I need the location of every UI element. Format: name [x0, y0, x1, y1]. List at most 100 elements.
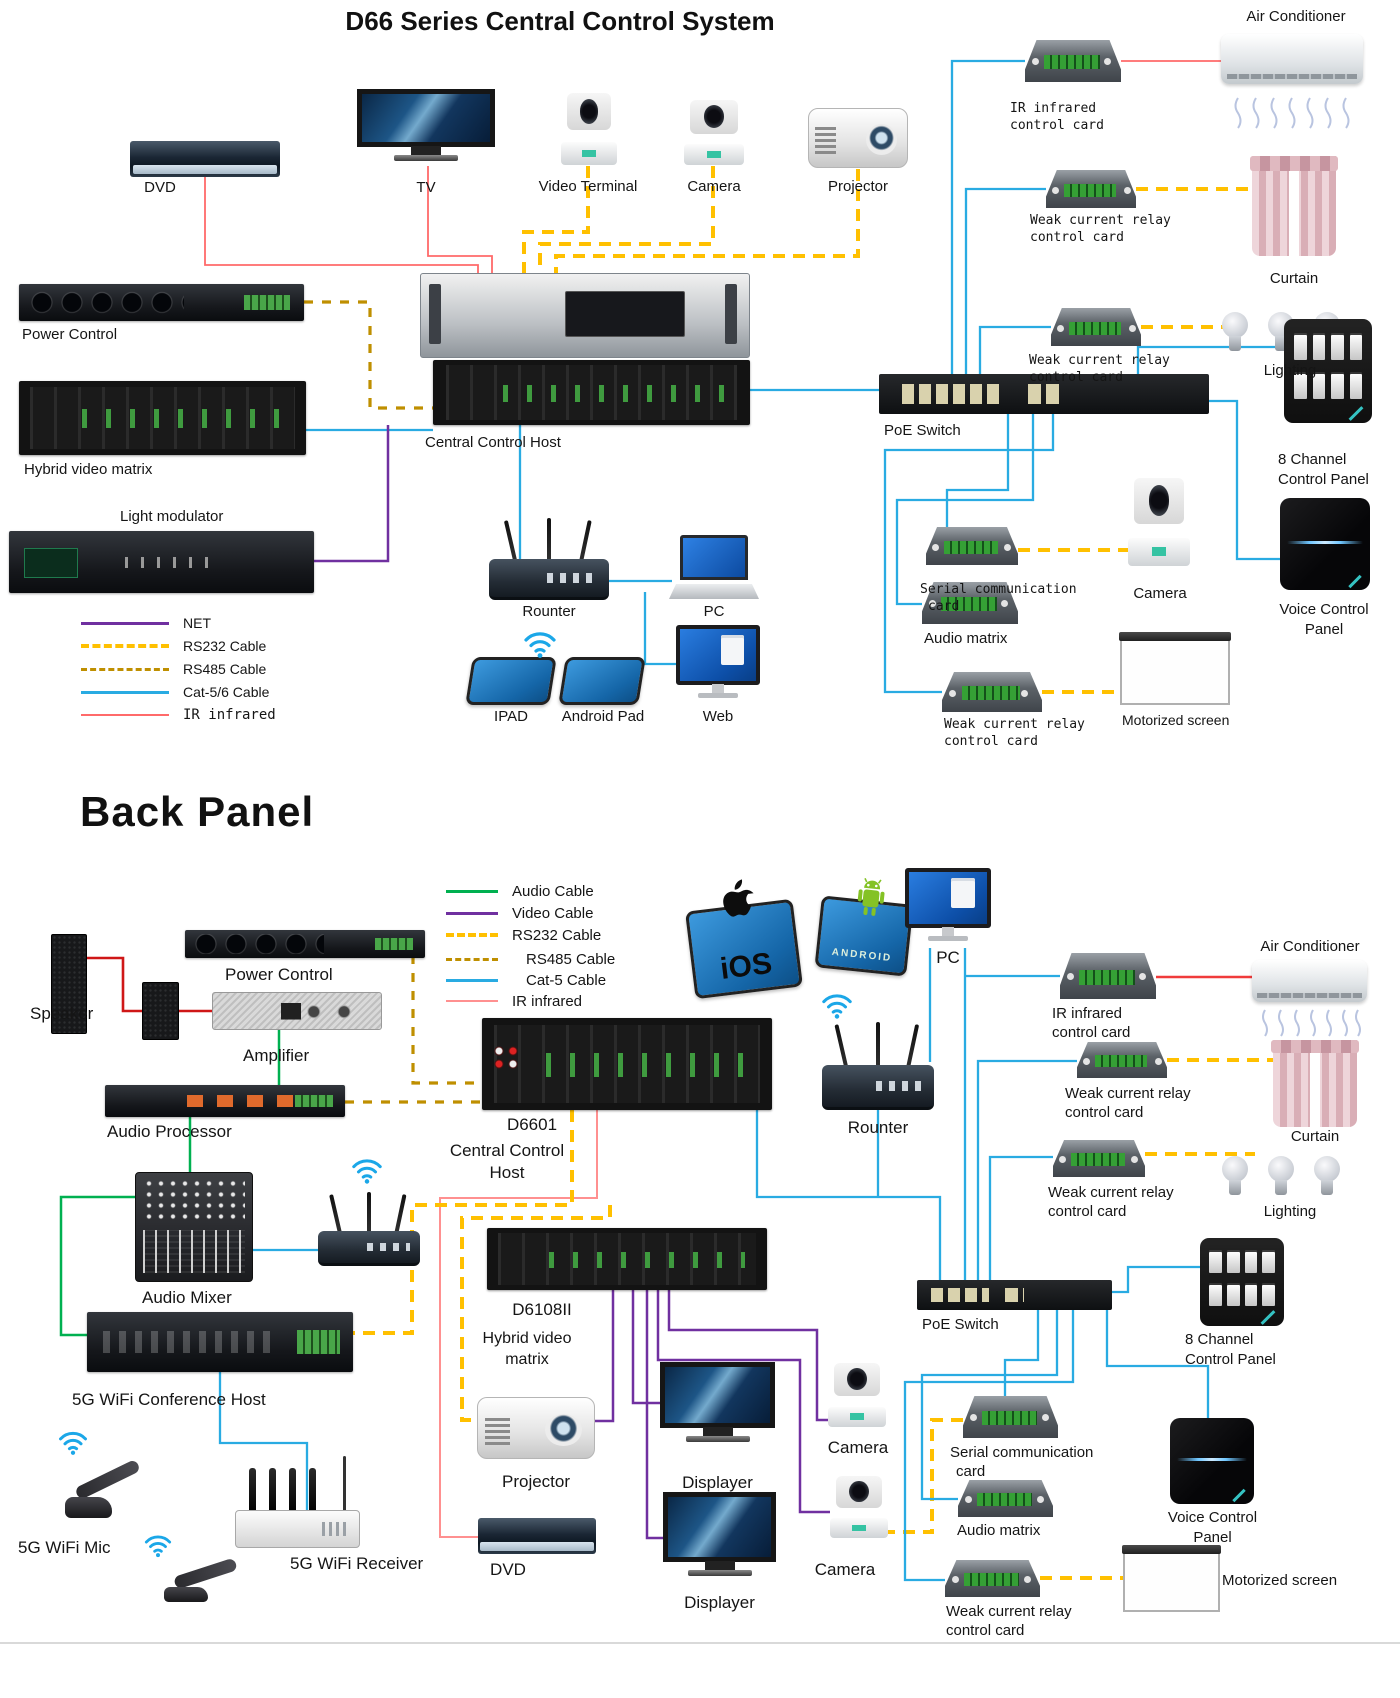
legend-rs485: RS485 Cable: [81, 660, 266, 678]
cable-speaker1-speaker2: [87, 956, 142, 1013]
label-central-host: Central Control Host: [425, 434, 561, 451]
label-line: matrix: [505, 1351, 549, 1368]
label-displayer-1: Displayer: [682, 1473, 753, 1492]
panel-button: [1349, 374, 1362, 399]
ir-infrared-control-card: [1025, 40, 1121, 82]
label-ir-card: IR infrared control card: [1010, 100, 1104, 134]
video-line-swatch: [446, 911, 498, 915]
label-line: Control Panel: [1278, 471, 1369, 488]
antenna-icon: [269, 1468, 276, 1514]
ios-label: iOS: [718, 946, 774, 986]
router-body: [489, 559, 609, 600]
cable-ir-d6601-dvd: [439, 1110, 598, 1538]
panel-button: [1226, 1285, 1240, 1306]
cable-audio-mixer-confhost: [59, 1195, 135, 1337]
label-line: Panel: [1304, 621, 1344, 638]
label-video-terminal: Video Terminal: [538, 178, 638, 195]
label-line: card: [928, 599, 960, 614]
label-wcr-back-1: Weak current relay control card: [1065, 1084, 1191, 1122]
displayer-2: [663, 1492, 776, 1576]
serial-communication-card-back: [963, 1396, 1058, 1438]
label-lighting-back: Lighting: [1263, 1203, 1317, 1220]
mic-base: [64, 1497, 113, 1518]
rca-jacks: [490, 1043, 521, 1071]
label-camera-back-1: Camera: [827, 1438, 889, 1457]
router: [489, 518, 609, 600]
cable-video-matrix-camera2: [656, 1290, 830, 1514]
heat-waves-icon: [1234, 97, 1350, 129]
label-poe: PoE Switch: [884, 422, 961, 439]
label-power-control: Power Control: [22, 326, 118, 343]
audio-line-swatch: [446, 889, 498, 893]
monitor-base: [928, 936, 968, 941]
label-projector: Projector: [827, 178, 889, 195]
8-channel-control-panel: [1284, 319, 1372, 423]
label-line: Weak current relay: [946, 1603, 1072, 1620]
wifi-icon: [522, 628, 558, 659]
cable-net-lightmod-host: [314, 425, 390, 563]
poe-switch: [879, 374, 1209, 414]
label-line: Host: [489, 1163, 525, 1182]
label-ipad: IPAD: [494, 708, 528, 725]
label-audio-mixer: Audio Mixer: [142, 1288, 232, 1307]
d6108-hybrid-matrix: [487, 1228, 767, 1290]
label-line: Weak current relay: [1029, 353, 1170, 368]
bulb-icon: [1222, 1156, 1248, 1198]
8-channel-control-panel-back: [1200, 1238, 1284, 1326]
panel-button: [1312, 335, 1325, 360]
cable-rs232-d6601-projector: [460, 1205, 612, 1422]
legend-net: NET: [81, 614, 211, 632]
camera-back-1: [828, 1363, 886, 1427]
projector-device: [808, 108, 908, 168]
tv-base: [687, 1570, 752, 1576]
tv-stand: [702, 1427, 733, 1436]
cable-rs232-wcr-curtain-back: [1167, 1058, 1273, 1062]
audio-matrix-card-back: [958, 1480, 1053, 1517]
laptop-keyboard: [669, 583, 759, 599]
label-projector-back: Projector: [501, 1472, 571, 1491]
motorized-screen: [1118, 632, 1232, 705]
antenna-icon: [343, 1456, 346, 1514]
cable-rs232-wcr-screen-back: [1040, 1576, 1125, 1580]
cable-ir-card-aircon-back: [1156, 975, 1256, 979]
label-line: 8 Channel: [1278, 451, 1347, 468]
wifi-mic-1: [63, 1448, 148, 1518]
legend-label: IR infrared: [183, 706, 276, 723]
panel-button: [1312, 374, 1325, 399]
cable-cat5-router-web: [643, 592, 676, 666]
legend-label: Video Cable: [512, 904, 594, 922]
ios-tablet: iOS: [685, 879, 803, 1000]
label-line: Control Panel: [1185, 1351, 1276, 1368]
router-body: [822, 1065, 934, 1110]
net-line-swatch: [81, 621, 169, 625]
page-title: D66 Series Central Control System: [345, 6, 775, 36]
audio-processor: [105, 1085, 345, 1117]
legend-cat5: Cat-5/6 Cable: [81, 683, 269, 701]
amplifier: [212, 992, 382, 1030]
legend-label: Cat-5/6 Cable: [183, 684, 270, 700]
label-line: Voice Control: [1167, 1509, 1258, 1526]
bulb-icon: [1268, 1156, 1294, 1198]
tv: [357, 89, 495, 161]
label-audio-matrix-back: Audio matrix: [957, 1522, 1041, 1539]
speaker-2: [142, 982, 179, 1040]
rs485-line-swatch: [446, 957, 498, 961]
label-line: control card: [1052, 1024, 1131, 1041]
label-air-conditioner-back: Air Conditioner: [1260, 938, 1360, 955]
bulb-icon: [1314, 1156, 1340, 1198]
label-conference-host: 5G WiFi Conference Host: [72, 1390, 266, 1409]
label-d6108: D6108II: [512, 1300, 572, 1319]
cable-rs232-camera-host: [538, 166, 715, 284]
label-line: control card: [1048, 1203, 1127, 1220]
weak-current-relay-card-1: [1046, 170, 1136, 208]
label-line: Central Control: [449, 1141, 565, 1160]
power-control-rack-back: [185, 930, 425, 958]
receiver-body: [235, 1510, 360, 1548]
cable-video-matrix-displayer2: [645, 1290, 663, 1540]
label-line: Hybrid video: [482, 1330, 572, 1347]
panel-button: [1209, 1252, 1222, 1273]
monitor-stand: [942, 927, 954, 936]
tv-stand: [411, 146, 441, 155]
rs232-line-swatch: [446, 933, 498, 937]
